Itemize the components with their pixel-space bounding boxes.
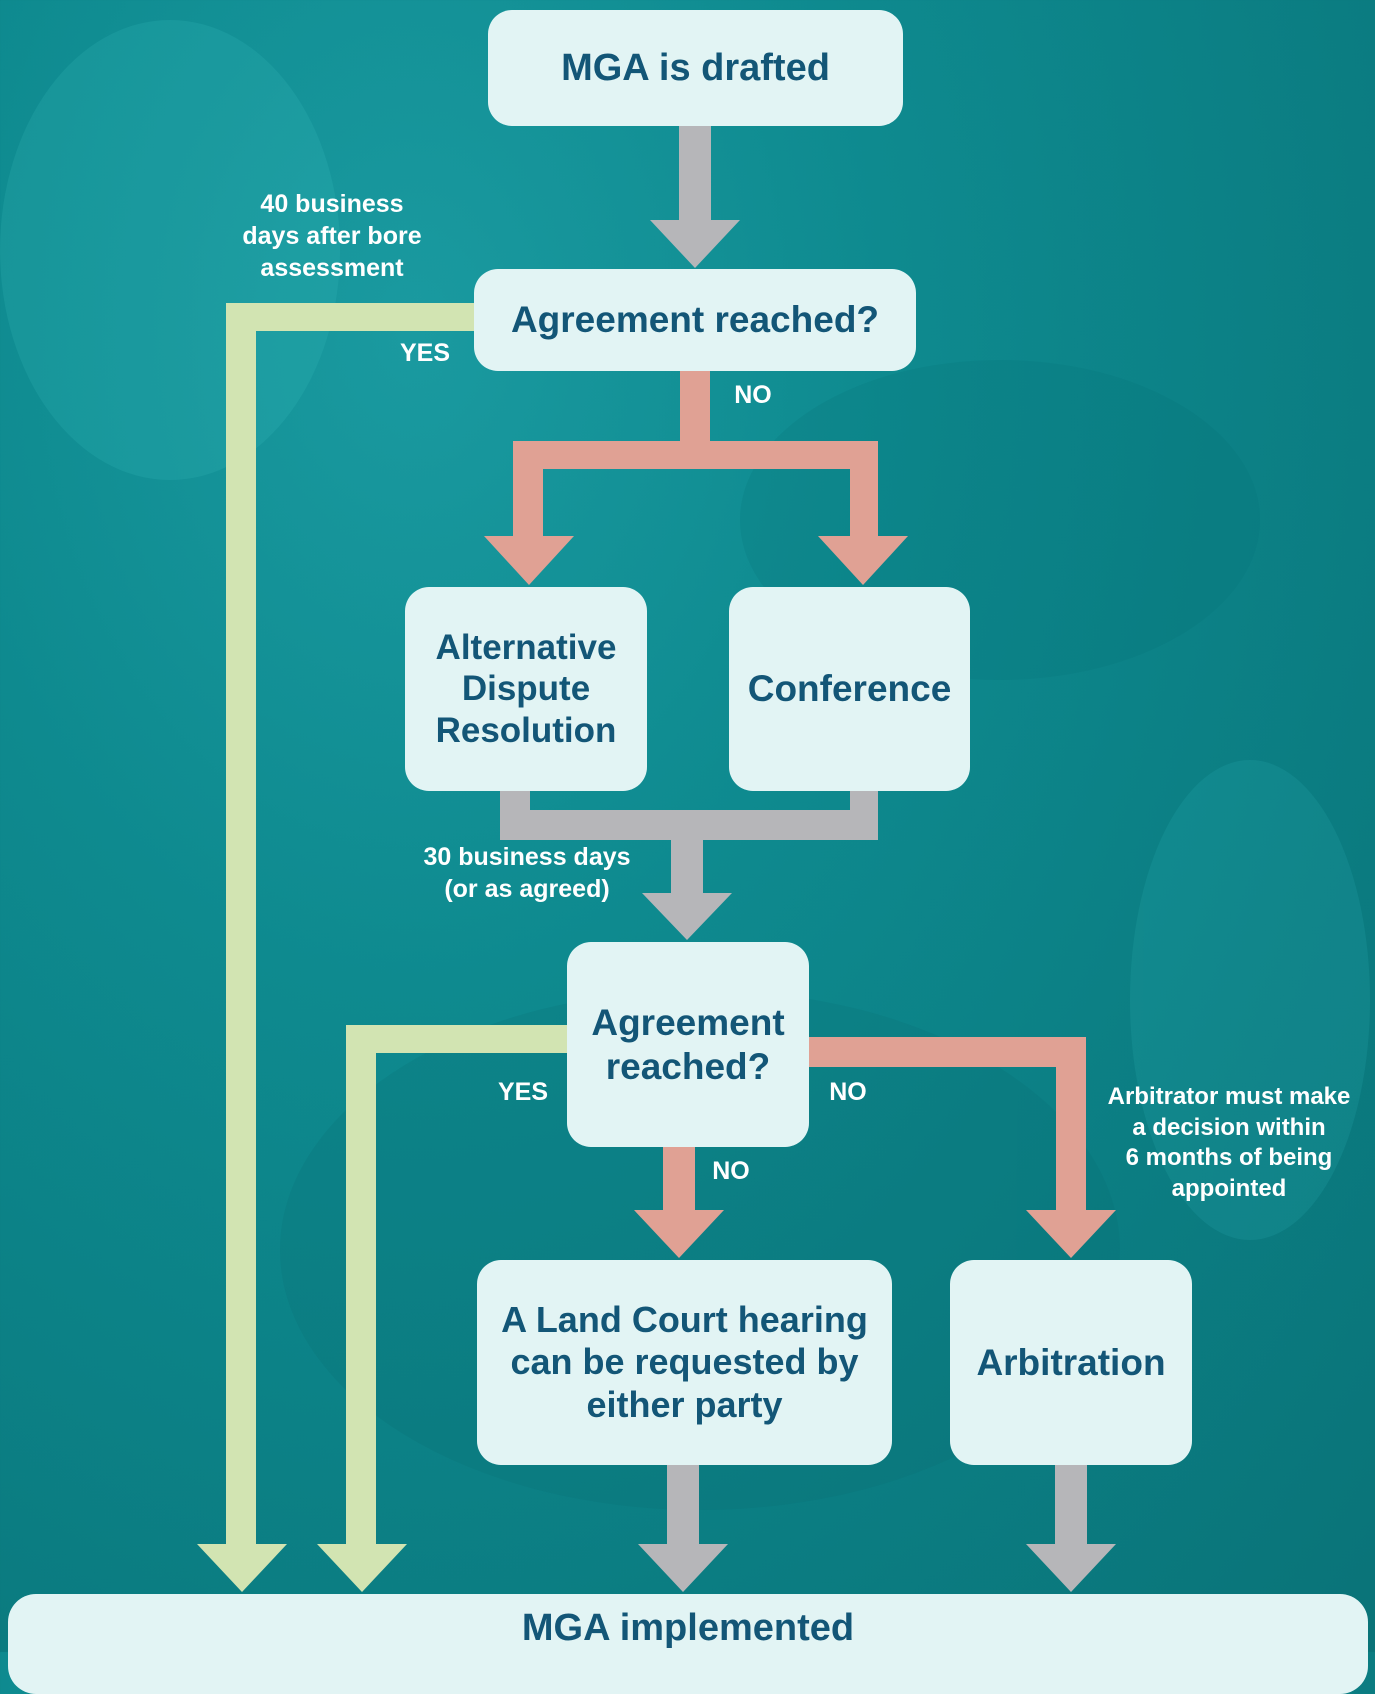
yes-path-2 (346, 1025, 574, 1546)
node-arbitration: Arbitration (950, 1260, 1192, 1465)
label-no-down: NO (712, 1157, 750, 1185)
connector-arbitration-down (1055, 1464, 1087, 1546)
node-arbitration-text: Arbitration (976, 1341, 1166, 1383)
connector-merge-down (671, 836, 703, 896)
node-land-court-hearing-text: A Land Court hearing can be requested by… (501, 1298, 868, 1425)
no-path-down (663, 1145, 695, 1214)
node-alternative-dispute-resolution: Alternative Dispute Resolution (405, 587, 647, 791)
connector-merge (500, 790, 878, 840)
label-yes-1: YES (399, 339, 451, 367)
connector-drafted-to-agreement (679, 125, 711, 225)
no-arrowhead-arbitration (1026, 1210, 1116, 1258)
no-arrowhead-land-court (634, 1210, 724, 1258)
yes-path-1 (226, 303, 480, 1546)
node-adr-text: Alternative Dispute Resolution (435, 628, 617, 750)
node-land-court-hearing: A Land Court hearing can be requested by… (477, 1260, 892, 1465)
arrowhead-arbitration-to-implemented (1026, 1544, 1116, 1592)
node-mga-implemented-text: MGA implemented (521, 1607, 855, 1649)
yes-connectors (197, 303, 574, 1592)
neutral-connectors (500, 125, 1116, 1592)
node-agreement-reached-2: Agreement reached? (567, 942, 809, 1147)
label-30-business-days: 30 business days (or as agreed) (423, 843, 631, 903)
no-connectors (484, 370, 1116, 1258)
node-mga-drafted-text: MGA is drafted (561, 46, 830, 89)
node-agreement-reached-2-text: Agreement reached? (591, 1001, 785, 1087)
node-agreement-reached-1-text: Agreement reached? (510, 299, 880, 341)
no-arrowhead-adr (484, 536, 574, 585)
connector-land-court-down (667, 1464, 699, 1546)
label-40-business-days: 40 business days after bore assessment (242, 190, 422, 282)
arrowhead-to-agreement-1 (650, 220, 740, 268)
label-no-right: NO (829, 1078, 867, 1106)
label-no-1: NO (734, 381, 772, 409)
no-arrowhead-conference (818, 536, 908, 585)
label-yes-2: YES (497, 1078, 549, 1106)
label-arbitrator-note: Arbitrator must make a decision within 6… (1107, 1083, 1351, 1203)
node-agreement-reached-1: Agreement reached? (474, 269, 916, 371)
no-path-right (808, 1037, 1086, 1214)
arrowhead-land-court-to-implemented (638, 1544, 728, 1592)
arrowhead-to-agreement-2 (642, 893, 732, 940)
node-mga-implemented: MGA implemented (8, 1594, 1368, 1694)
no-split-path (513, 370, 878, 540)
node-conference-text: Conference (747, 668, 952, 710)
yes-arrowhead-2 (317, 1544, 407, 1592)
node-mga-drafted: MGA is drafted (488, 10, 903, 126)
node-conference: Conference (729, 587, 970, 791)
yes-arrowhead-1 (197, 1544, 287, 1592)
